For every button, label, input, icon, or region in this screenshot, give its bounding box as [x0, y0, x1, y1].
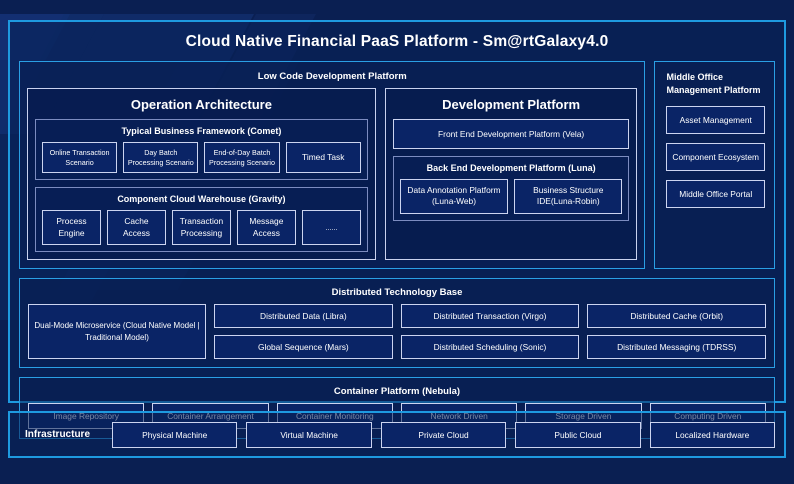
low-code-development-platform-panel: Low Code Development Platform Operation …	[19, 61, 646, 270]
card-label: Physical Machine	[142, 429, 208, 440]
card-transaction-processing[interactable]: Transaction Processing	[171, 210, 231, 246]
card-distributed-data[interactable]: Distributed Data (Libra)	[214, 304, 393, 329]
card-timed-task[interactable]: Timed Task	[285, 142, 361, 174]
card-distributed-transaction[interactable]: Distributed Transaction (Virgo)	[400, 304, 580, 329]
card-label: Distributed Messaging (TDRSS)	[617, 342, 737, 353]
card-distributed-cache[interactable]: Distributed Cache (Orbit)	[587, 304, 767, 329]
middle-office-title: Middle Office Management Platform	[666, 72, 761, 96]
card-label: Cache Access	[122, 216, 150, 238]
card-more-ellipsis[interactable]: ......	[301, 210, 361, 246]
card-online-transaction-scenario[interactable]: Online Transaction Scenario	[42, 142, 118, 174]
distributed-technology-base-panel: Distributed Technology Base Dual-Mode Mi…	[19, 278, 775, 369]
page-title: Cloud Native Financial PaaS Platform - S…	[185, 33, 609, 50]
card-localized-hardware[interactable]: Localized Hardware	[649, 421, 776, 448]
operation-architecture-title: Operation Architecture	[130, 97, 272, 112]
infrastructure-panel: Infrastructure Physical Machine Virtual …	[8, 411, 786, 458]
card-label: Timed Task	[302, 152, 345, 163]
card-label: Distributed Transaction (Virgo)	[433, 311, 547, 322]
card-middle-office-portal[interactable]: Middle Office Portal	[666, 180, 765, 209]
card-label: Online Transaction Scenario	[49, 148, 110, 167]
card-dual-mode-microservice[interactable]: Dual-Mode Microservice (Cloud Native Mod…	[28, 304, 206, 360]
component-cloud-warehouse-title: Component Cloud Warehouse (Gravity)	[117, 194, 286, 205]
card-label: Day Batch Processing Scenario	[127, 148, 194, 167]
card-label: Localized Hardware	[675, 429, 750, 440]
low-code-platform-title: Low Code Development Platform	[257, 71, 407, 82]
card-data-annotation-platform[interactable]: Data Annotation Platform (Luna-Web)	[399, 179, 509, 214]
card-cache-access[interactable]: Cache Access	[106, 210, 166, 246]
card-public-cloud[interactable]: Public Cloud	[515, 421, 641, 448]
dtb-row-1: Distributed Data (Libra) Distributed Tra…	[214, 304, 767, 329]
card-label: ......	[325, 222, 338, 232]
operation-architecture-group: Operation Architecture Typical Business …	[27, 88, 376, 261]
card-label: Dual-Mode Microservice (Cloud Native Mod…	[34, 320, 200, 342]
back-end-development-platform-title: Back End Development Platform (Luna)	[426, 163, 596, 173]
card-label: Message Access	[249, 216, 284, 238]
card-business-structure-ide[interactable]: Business Structure IDE(Luna-Robin)	[514, 179, 623, 214]
component-cloud-warehouse-subgroup: Component Cloud Warehouse (Gravity) Proc…	[35, 187, 368, 253]
card-label: Global Sequence (Mars)	[257, 342, 349, 353]
card-message-access[interactable]: Message Access	[236, 210, 296, 246]
development-platform-title: Development Platform	[442, 97, 581, 112]
top-row: Low Code Development Platform Operation …	[10, 61, 784, 270]
typical-business-framework-title: Typical Business Framework (Comet)	[121, 126, 282, 136]
card-label: Distributed Cache (Orbit)	[630, 311, 723, 322]
card-label: Data Annotation Platform (Luna-Web)	[407, 185, 501, 207]
back-end-cards: Data Annotation Platform (Luna-Web) Busi…	[399, 179, 623, 214]
middle-office-management-platform-panel: Middle Office Management Platform Asset …	[654, 61, 775, 270]
card-asset-management[interactable]: Asset Management	[666, 106, 765, 135]
typical-business-framework-cards: Online Transaction Scenario Day Batch Pr…	[42, 142, 361, 174]
development-platform-group: Development Platform Front End Developme…	[384, 88, 638, 261]
card-label: End-of-Day Batch Processing Scenario	[209, 148, 275, 167]
card-distributed-scheduling[interactable]: Distributed Scheduling (Sonic)	[400, 335, 580, 360]
card-label: Virtual Machine	[280, 429, 338, 440]
card-distributed-messaging[interactable]: Distributed Messaging (TDRSS)	[587, 335, 767, 360]
card-component-ecosystem[interactable]: Component Ecosystem	[666, 143, 765, 172]
card-private-cloud[interactable]: Private Cloud	[380, 421, 507, 448]
card-virtual-machine[interactable]: Virtual Machine	[246, 421, 372, 448]
card-physical-machine[interactable]: Physical Machine	[112, 421, 238, 448]
dtb-left-column: Dual-Mode Microservice (Cloud Native Mod…	[28, 304, 206, 360]
back-end-development-platform-subgroup: Back End Development Platform (Luna) Dat…	[392, 156, 630, 221]
card-label: Transaction Processing	[179, 216, 224, 238]
typical-business-framework-subgroup: Typical Business Framework (Comet) Onlin…	[35, 119, 368, 181]
card-label: Front End Development Platform (Vela)	[438, 129, 585, 139]
card-process-engine[interactable]: Process Engine	[42, 210, 101, 246]
infrastructure-label: Infrastructure	[25, 429, 91, 440]
card-label: Business Structure IDE(Luna-Robin)	[533, 185, 604, 207]
dtb-row-2: Global Sequence (Mars) Distributed Sched…	[214, 335, 767, 360]
card-label: Process Engine	[56, 216, 87, 238]
card-end-of-day-batch-processing-scenario[interactable]: End-of-Day Batch Processing Scenario	[204, 142, 280, 174]
card-front-end-development-platform[interactable]: Front End Development Platform (Vela)	[392, 119, 630, 149]
distributed-technology-base-title: Distributed Technology Base	[331, 287, 463, 299]
component-cloud-warehouse-cards: Process Engine Cache Access Transaction …	[42, 210, 361, 246]
card-label: Private Cloud	[418, 429, 469, 440]
card-label: Public Cloud	[554, 429, 602, 440]
card-label: Distributed Data (Libra)	[260, 311, 347, 322]
card-label: Asset Management	[679, 115, 752, 126]
card-label: Component Ecosystem	[672, 152, 760, 163]
card-label: Middle Office Portal	[679, 189, 753, 200]
container-platform-title: Container Platform (Nebula)	[333, 386, 461, 398]
platform-diagram-frame: Cloud Native Financial PaaS Platform - S…	[8, 20, 786, 440]
card-label: Distributed Scheduling (Sonic)	[433, 342, 547, 353]
card-global-sequence[interactable]: Global Sequence (Mars)	[214, 335, 393, 360]
card-day-batch-processing-scenario[interactable]: Day Batch Processing Scenario	[123, 142, 199, 174]
dtb-right-column: Distributed Data (Libra) Distributed Tra…	[214, 304, 767, 360]
